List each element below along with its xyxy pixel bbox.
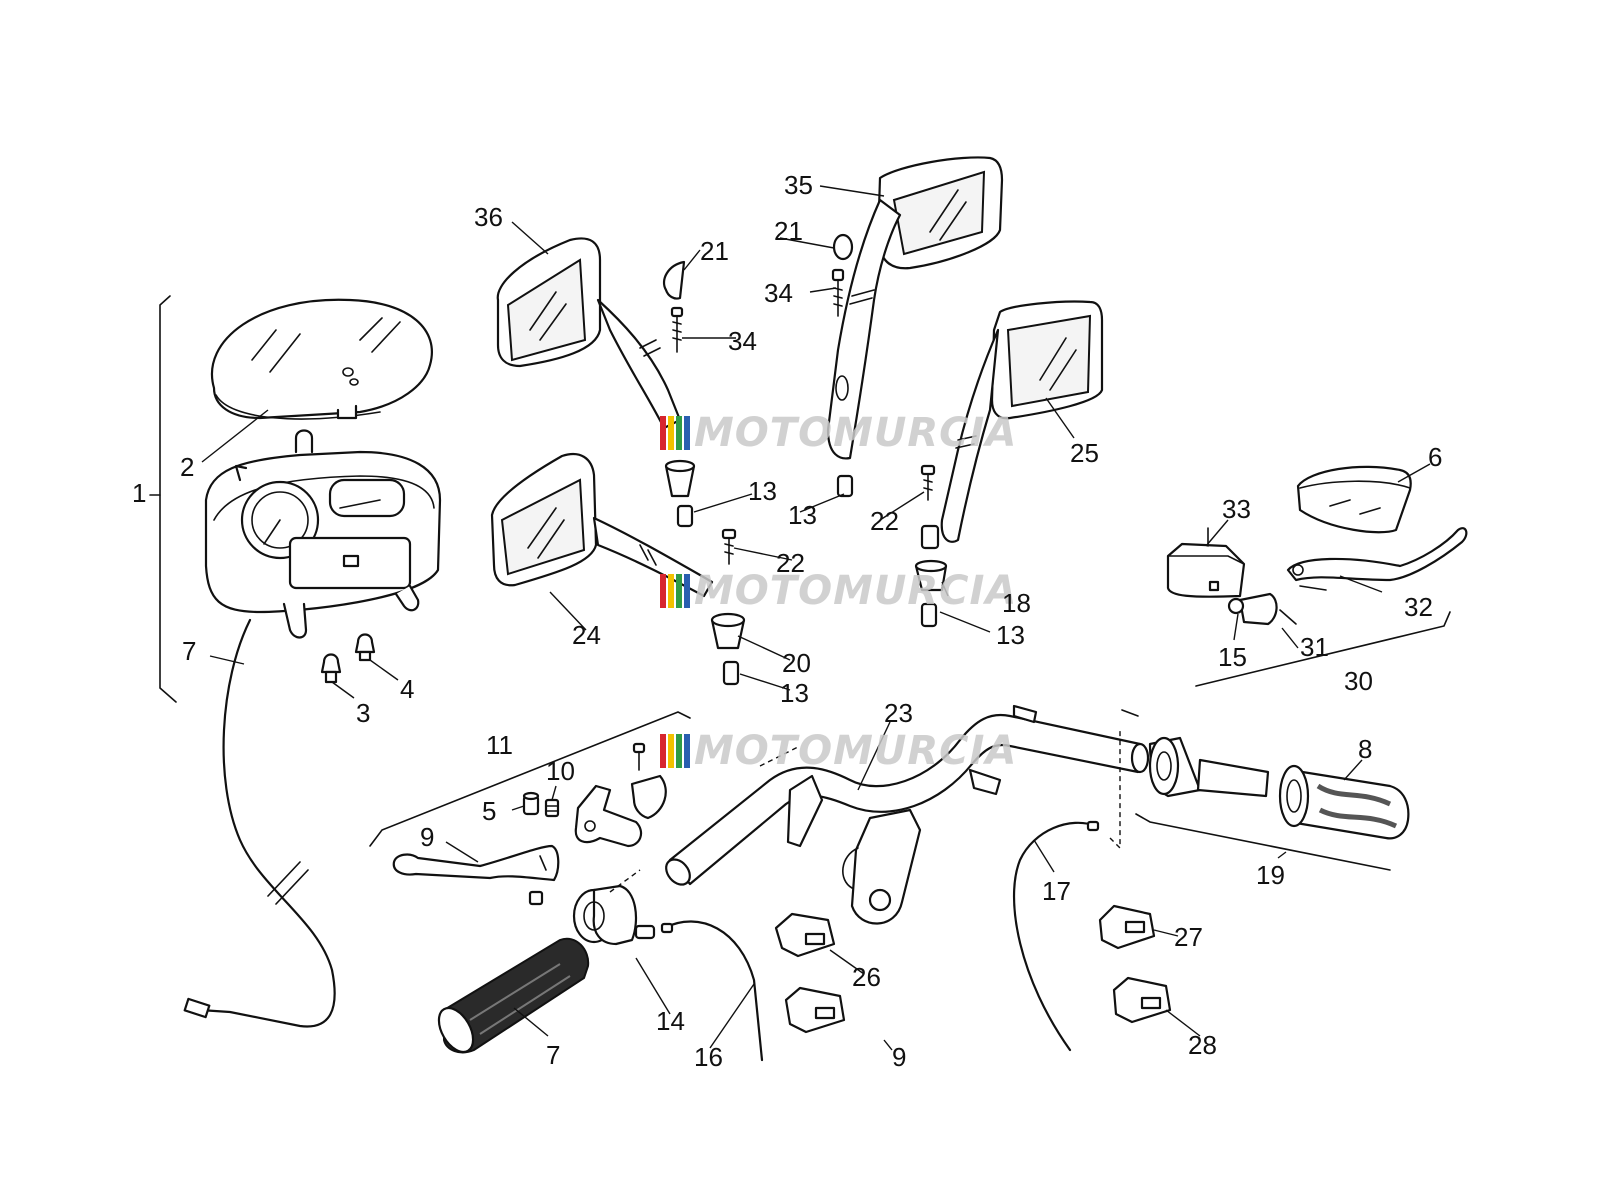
callout-10: 10 [546,756,575,786]
watermark-3: MOTOMURCIA [660,728,1017,774]
callout-8: 8 [1358,734,1372,764]
callout-20: 20 [782,648,811,678]
instrument-panel [204,429,442,639]
lever-32 [1286,527,1468,591]
callout-31: 31 [1300,632,1329,662]
dashed-line-left [609,745,801,893]
callout-4: 4 [400,674,414,704]
screw-34-right [831,268,845,317]
instrument-cover-2 [211,298,433,420]
mirror-24 [490,452,714,598]
callout-22-right: 22 [870,506,899,536]
callout-14: 14 [656,1006,685,1036]
callout-labels: 1 2 3 4 5 6 7 7 8 9 9 10 11 13 13 13 13 … [132,170,1442,1072]
callout-28: 28 [1188,1030,1217,1060]
master-cylinder-33 [1166,527,1246,598]
switch-9-right [784,986,846,1034]
throttle-cable-16 [660,920,764,1062]
watermark-1: MOTOMURCIA [660,410,1017,456]
callout-13-b: 13 [788,500,817,530]
callout-33: 33 [1222,494,1251,524]
bush-13-c [920,602,938,628]
callout-16: 16 [694,1042,723,1072]
callout-6: 6 [1428,442,1442,472]
group-bracket-1 [159,295,177,703]
callout-13-a: 13 [748,476,777,506]
cap-21-right [832,233,854,261]
bush-13-b [836,474,854,498]
callout-21-left: 21 [700,236,729,266]
screw-22-left [721,528,737,565]
screw-22-right [920,464,936,501]
callout-1: 1 [132,478,146,508]
switch-27 [1098,904,1156,950]
watermark-text: MOTOMURCIA [694,410,1017,456]
clamp [630,742,667,820]
callout-27: 27 [1174,922,1203,952]
callout-13-d: 13 [780,678,809,708]
cap-21-left [662,260,686,300]
nut [528,890,544,906]
callout-2: 2 [180,452,194,482]
switch-26 [774,912,836,958]
bush-13-d [722,660,740,686]
callout-34-right: 34 [764,278,793,308]
callout-24: 24 [572,620,601,650]
adapter-18 [914,524,948,592]
watermark-2: MOTOMURCIA [660,568,1017,614]
bush-13-a [676,504,694,528]
watermark-text: MOTOMURCIA [694,728,1017,774]
screw-5 [522,791,540,816]
grip-ring [1148,736,1270,798]
lever-9 [392,844,560,882]
cover-6 [1296,465,1412,534]
callout-18: 18 [1002,588,1031,618]
lever-pivot-15-31 [1227,592,1297,626]
callout-23: 23 [884,698,913,728]
callout-25: 25 [1070,438,1099,468]
adapter-left-top [664,459,696,498]
callout-36: 36 [474,202,503,232]
handlebar-23 [665,704,1150,925]
screw-10 [544,798,560,818]
bulb-4 [354,633,376,662]
callout-34-left: 34 [728,326,757,356]
callout-9-switch: 9 [892,1042,906,1072]
callout-30: 30 [1344,666,1373,696]
throttle-grip-7 [437,937,590,1054]
callout-15: 15 [1218,642,1247,672]
watermark-text: MOTOMURCIA [694,568,1017,614]
callout-7-grip: 7 [546,1040,560,1070]
callout-26: 26 [852,962,881,992]
group-bracket-30 [1195,611,1451,687]
grip-8 [1278,764,1410,840]
speedometer-cable-7 [183,618,336,1028]
cable-17 [1012,730,1121,1052]
leader-lines [201,185,1431,1051]
lever-bracket [574,784,643,848]
callout-5: 5 [482,796,496,826]
group-bracket-11 [369,711,691,847]
callout-22-left: 22 [776,548,805,578]
callout-13-c: 13 [996,620,1025,650]
screw-34-left [670,306,684,353]
callout-7-cable: 7 [182,636,196,666]
adapter-20 [710,612,746,650]
callout-35: 35 [784,170,813,200]
mirror-35 [826,156,1004,460]
callout-32: 32 [1404,592,1433,622]
group-bracket-19 [1121,709,1391,871]
callout-21-right: 21 [774,216,803,246]
callout-3: 3 [356,698,370,728]
callout-9-lever: 9 [420,822,434,852]
throttle-14 [572,884,656,946]
callout-17: 17 [1042,876,1071,906]
mirror-36 [496,237,682,430]
bulb-3 [320,653,342,684]
switch-28 [1112,976,1172,1024]
callout-11: 11 [486,730,513,760]
callout-19: 19 [1256,860,1285,890]
mirror-25 [940,300,1104,543]
